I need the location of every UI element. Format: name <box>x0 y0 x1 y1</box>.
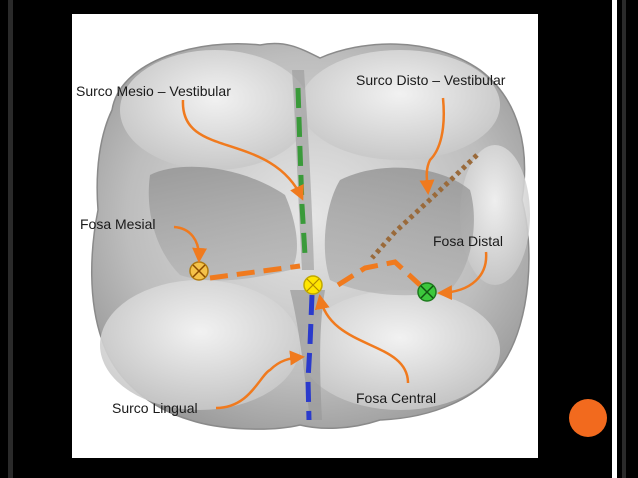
distal-fossa-marker <box>417 282 437 302</box>
arrow-fosa-mesial <box>173 225 208 263</box>
disto-buccal-groove-line <box>370 153 479 260</box>
arrow-fosa-central <box>314 294 410 384</box>
right-border-bar-light <box>612 0 617 478</box>
distal-fossa-shadow <box>324 167 474 296</box>
arrow-mesio-vestibular <box>181 99 304 201</box>
right-border-bar-dark <box>622 0 626 478</box>
distal-cusp <box>460 145 530 285</box>
mesio-buccal-cusp <box>120 50 310 170</box>
disto-lingual-cusp <box>300 290 500 410</box>
label-surco-lingual: Surco Lingual <box>112 400 198 416</box>
arrow-surco-lingual <box>215 350 305 410</box>
label-fosa-central: Fosa Central <box>356 390 436 406</box>
mesio-buccal-groove-line <box>295 87 308 256</box>
mesio-lingual-cusp <box>100 280 300 410</box>
label-surco-disto-vestibular: Surco Disto – Vestibular <box>356 72 506 88</box>
decorative-orange-circle <box>569 399 607 437</box>
arrow-fosa-distal <box>437 251 488 301</box>
label-fosa-mesial: Fosa Mesial <box>80 216 155 232</box>
mesial-fossa-shadow <box>148 166 297 281</box>
central-fossa-marker <box>303 275 323 295</box>
label-fosa-distal: Fosa Distal <box>433 233 503 249</box>
left-border-bar <box>8 0 13 478</box>
label-surco-mesio-vestibular: Surco Mesio – Vestibular <box>76 83 231 99</box>
lingual-groove-line <box>305 294 315 421</box>
disto-buccal-cusp <box>300 50 500 160</box>
mesial-fossa-marker <box>189 261 209 281</box>
mesial-groove-line <box>209 263 301 281</box>
arrow-disto-vestibular <box>419 97 445 195</box>
distal-groove-line <box>336 259 422 288</box>
